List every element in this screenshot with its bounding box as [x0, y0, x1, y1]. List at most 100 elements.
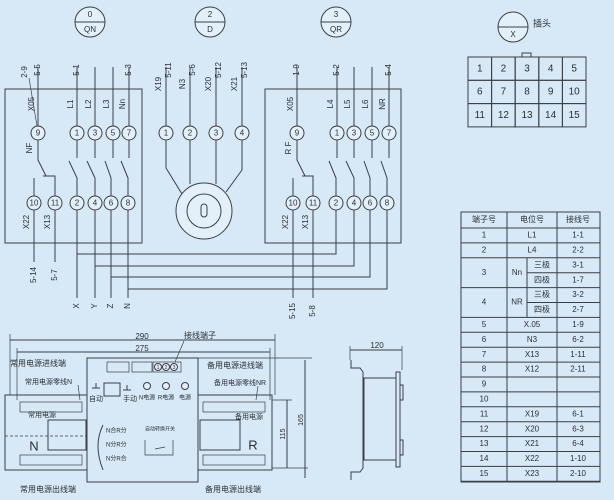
phase-crossover: [95, 210, 355, 267]
table-cell-wire: 1-11: [570, 350, 586, 359]
plug-pin-3: 3: [524, 63, 530, 74]
contact-label: NF: [25, 143, 34, 154]
right_switch-wire-label: L4: [326, 99, 335, 108]
symbol-top-2: 3: [334, 10, 339, 19]
table-cell-potential: X21: [525, 439, 540, 448]
state-label: N分R合: [106, 455, 127, 463]
dim-290: 290: [135, 332, 149, 341]
table-cell-wire: 2-11: [570, 365, 586, 374]
side-panel: [395, 371, 401, 468]
phase-label-0: X: [72, 303, 81, 309]
normal-in-label: 常用电源进线端: [10, 358, 66, 368]
side-handle: [399, 439, 404, 456]
indicator-lamp-icon: [143, 382, 151, 390]
right-bottom-label: 5-15: [288, 302, 297, 319]
table-cell-terminal: 12: [480, 424, 489, 433]
phase-crossover: [128, 210, 388, 290]
normal-power-label: 常用电源: [28, 410, 56, 419]
table-cell-wire: 6-4: [572, 439, 584, 448]
table-cell-wire: 6-2: [572, 335, 584, 344]
left_switch-wire-label: Nn: [118, 99, 127, 109]
side-handle: [399, 384, 404, 401]
phase-label-3: N: [123, 303, 132, 309]
selector-arc: [97, 424, 104, 471]
symbol-bottom-2: QR: [330, 25, 342, 34]
plug-pin-8: 8: [524, 87, 530, 98]
indicator-label: 电源: [179, 394, 191, 402]
symbol-bottom-3: X: [510, 30, 516, 39]
symbol-top-1: 2: [208, 10, 213, 19]
left_switch-top-label: 5-3: [124, 64, 133, 76]
table-cell-poles: 四极: [534, 304, 550, 314]
right_switch-terminal-bottom-label: 2: [334, 199, 339, 208]
right_switch-main-blade: [328, 160, 337, 196]
indicator-lamp-icon: [181, 382, 189, 390]
left_switch-terminal-top-label: 1: [75, 129, 80, 138]
motor-terminal-label: 1: [164, 129, 169, 138]
motor-wire-label: X21: [230, 76, 239, 91]
right_switch-wire-label: L6: [361, 99, 370, 108]
plug-label: 插头: [533, 17, 551, 28]
table-cell-wire: 2-7: [572, 305, 584, 314]
right_switch-terminal-bottom-label: 10: [289, 199, 298, 208]
side-body: [363, 377, 397, 461]
table-cell-terminal: 15: [480, 469, 489, 478]
state-label: N合R分: [106, 427, 127, 435]
indicator-label: N电源: [139, 394, 155, 402]
dim-275: 275: [135, 344, 149, 353]
motor-terminal-label: 4: [240, 129, 245, 138]
motor-wire-label: N3: [178, 78, 187, 89]
left_switch-bottom-wire-label: X13: [43, 214, 52, 229]
right_switch-top-label: 5-4: [384, 64, 393, 76]
left_switch-terminal-bottom-label: 10: [30, 199, 39, 208]
table-cell-potential: L4: [528, 245, 537, 254]
table-cell-potential: NR: [511, 298, 523, 307]
phase-crossover: [111, 210, 371, 278]
plug-pin-13: 13: [521, 110, 533, 121]
dim-115: 115: [280, 428, 287, 439]
table-cell-potential: X.05: [524, 320, 541, 329]
state-label: N分R分: [106, 441, 127, 449]
left_switch-wire-label: X05: [27, 96, 36, 111]
table-cell-potential: L1: [528, 231, 537, 240]
plug-pin-10: 10: [569, 87, 581, 98]
auto-label: 自动: [89, 394, 103, 403]
left_switch-main-blade: [68, 160, 78, 196]
backup-top-terminals: [202, 401, 266, 413]
leader: [77, 384, 81, 401]
switch-symbol: [154, 446, 166, 450]
table-header-1: 电位号: [520, 214, 544, 224]
table-cell-wire: 6-1: [572, 409, 584, 418]
left_switch-terminal-bottom-label: 8: [126, 199, 131, 208]
terminal-pin-label: 2: [165, 365, 168, 371]
normal-out-label: 常用电源出线端: [20, 484, 76, 494]
mode-switch: [103, 382, 121, 397]
table-cell-wire: 1-9: [572, 320, 584, 329]
motor-top-label: 5-11: [164, 62, 173, 78]
table-cell-potential: X13: [525, 350, 540, 359]
indicator-lamp-icon: [162, 382, 170, 390]
plug-pin-14: 14: [545, 110, 557, 121]
right_switch-terminal-bottom-label: 6: [368, 199, 373, 208]
left_switch-aux-contact: [37, 140, 47, 177]
motor-wire-label: X20: [204, 76, 213, 91]
table-cell-terminal: 13: [480, 439, 489, 448]
indicator-label: R电源: [158, 394, 174, 402]
table-cell-potential: N3: [527, 335, 538, 344]
table-cell-terminal: 5: [482, 320, 487, 329]
manual-label: 手动: [123, 394, 137, 403]
normal-module: [4, 394, 88, 471]
backup-out-label: 备用电源出线端: [205, 484, 261, 494]
auto-switch-label: 自动转换开关: [145, 425, 175, 432]
right_switch-bottom-wire-label: X13: [301, 214, 310, 229]
table-cell-potential: X22: [525, 454, 540, 463]
table-cell-terminal: 2: [482, 245, 487, 254]
left-bottom-label: 5-14: [29, 266, 38, 283]
right_switch-main-blade: [363, 160, 371, 196]
terminal-pin-label: 1: [157, 365, 160, 371]
left_switch-terminal-bottom-label: 4: [93, 199, 98, 208]
table-cell-terminal: 3: [482, 268, 487, 277]
side-mounting-bracket: [350, 360, 364, 480]
right_switch-main-blade: [380, 160, 388, 196]
phase-label-1: Y: [90, 303, 99, 309]
